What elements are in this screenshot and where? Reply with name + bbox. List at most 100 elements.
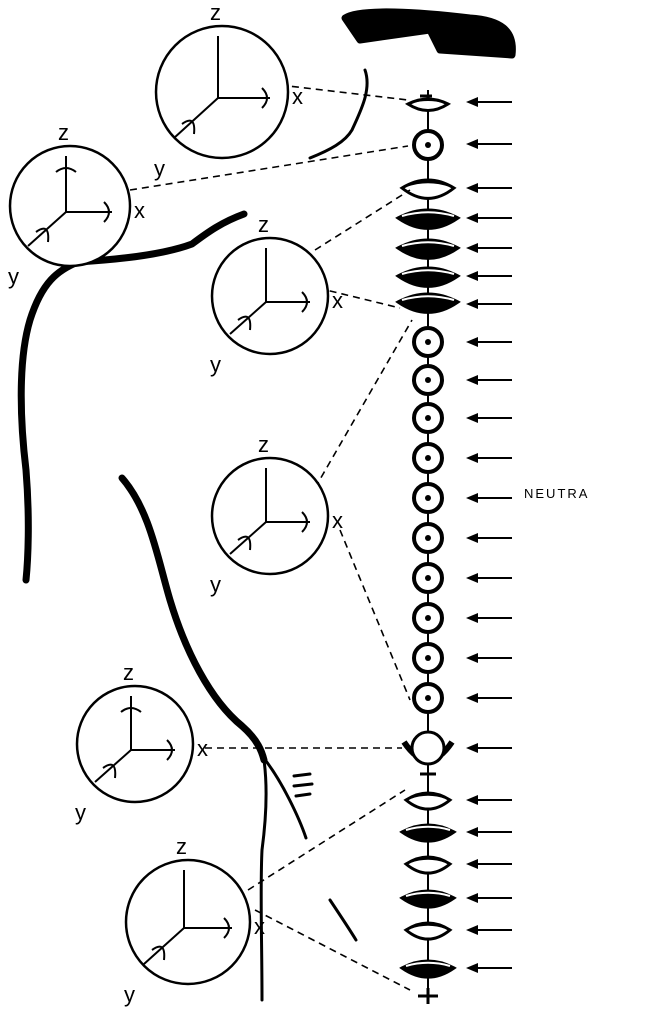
axis-circle-outline: [10, 146, 130, 266]
z-axis-label: z: [210, 0, 221, 25]
buttock-outline: [330, 900, 356, 940]
leader-line: [130, 146, 408, 190]
force-arrow-icon: [466, 963, 512, 973]
vertebra-thoracic-center: [425, 495, 431, 501]
force-arrow-head: [466, 375, 478, 385]
force-arrow-head: [466, 139, 478, 149]
y-axis-label: y: [124, 982, 135, 1007]
vertebra-lumbar: [406, 857, 450, 873]
vertebra-lumbar: [402, 825, 454, 841]
vertebra-thoracic-center: [425, 339, 431, 345]
force-arrow-icon: [466, 337, 512, 347]
force-arrow-icon: [466, 573, 512, 583]
axis-circle: zxy: [210, 212, 343, 377]
side-label: NEUTRA: [524, 486, 589, 501]
vertebra-thoracic: [414, 684, 442, 712]
y-axis-label: y: [8, 264, 19, 289]
vertebra-lumbar: [402, 961, 454, 977]
muscle-tick-2: [294, 784, 312, 786]
vertebra-cervical: [414, 131, 442, 159]
vertebra-thoracic: [414, 366, 442, 394]
force-arrow-head: [466, 243, 478, 253]
force-arrow-head: [466, 97, 478, 107]
force-arrow-icon: [466, 139, 512, 149]
force-arrow-head: [466, 183, 478, 193]
vertebra-thoracic-center: [425, 415, 431, 421]
force-arrow-icon: [466, 493, 512, 503]
vertebra-thoracic-center: [425, 455, 431, 461]
force-arrow-head: [466, 613, 478, 623]
force-arrow-head: [466, 213, 478, 223]
shoulder-outline: [21, 214, 244, 580]
vertebra-cervical: [398, 240, 458, 258]
axis-circle-outline: [126, 860, 250, 984]
x-axis-label: x: [134, 198, 145, 223]
vertebra-thoracic-center: [425, 535, 431, 541]
axis-circle: zxy: [124, 834, 265, 1007]
force-arrow-icon: [466, 213, 512, 223]
vertebra-thoracic-center: [425, 615, 431, 621]
force-arrow-icon: [466, 613, 512, 623]
force-arrow-icon: [466, 827, 512, 837]
vertebra-cervical-center: [425, 142, 431, 148]
vertebra-thoracic-center: [425, 377, 431, 383]
vertebra-cervical: [402, 180, 454, 198]
muscle-tick-1: [294, 774, 310, 776]
vertebra-cervical: [398, 210, 458, 228]
neck-outline: [310, 70, 367, 158]
force-arrow-icon: [466, 271, 512, 281]
axis-circle-outline: [212, 458, 328, 574]
force-arrow-head: [466, 299, 478, 309]
leader-line: [340, 530, 410, 700]
leader-line: [315, 190, 410, 250]
vertebra-thoracic: [414, 564, 442, 592]
axis-circle: zxy: [210, 432, 343, 597]
force-arrow-icon: [466, 893, 512, 903]
vertebra-thoracic: [414, 524, 442, 552]
force-arrow-head: [466, 893, 478, 903]
force-arrow-head: [466, 533, 478, 543]
force-arrow-head: [466, 925, 478, 935]
vertebra-ring: [412, 732, 444, 764]
force-arrow-icon: [466, 413, 512, 423]
y-axis-label: y: [210, 572, 221, 597]
force-arrow-icon: [466, 183, 512, 193]
axis-circle: z x y: [8, 120, 145, 289]
vertebra-thoracic-center: [425, 575, 431, 581]
vertebra-lumbar: [402, 891, 454, 907]
y-axis-label: y: [210, 352, 221, 377]
z-axis-label: z: [123, 660, 134, 685]
force-arrow-head: [466, 827, 478, 837]
force-arrow-icon: [466, 299, 512, 309]
leader-line: [318, 288, 400, 308]
x-axis-label: x: [197, 736, 208, 761]
vertebra-lumbar: [406, 923, 450, 939]
force-arrow-head: [466, 271, 478, 281]
force-arrow-head: [466, 795, 478, 805]
axis-circle: zxy: [75, 660, 208, 825]
axis-circle-outline: [156, 26, 288, 158]
force-arrow-icon: [466, 859, 512, 869]
force-arrow-icon: [466, 533, 512, 543]
force-arrow-head: [466, 653, 478, 663]
force-arrow-head: [466, 573, 478, 583]
leader-line: [255, 910, 410, 990]
vertebra-thoracic: [414, 404, 442, 432]
vertebra-thoracic: [414, 484, 442, 512]
x-axis-label: x: [254, 914, 265, 939]
z-axis-label: z: [258, 432, 269, 457]
force-arrow-icon: [466, 453, 512, 463]
force-arrow-head: [466, 743, 478, 753]
y-axis-label: y: [154, 156, 165, 181]
axis-circle-outline: [77, 686, 193, 802]
force-arrow-head: [466, 413, 478, 423]
force-arrow-icon: [466, 743, 512, 753]
force-arrow-icon: [466, 243, 512, 253]
force-arrow-head: [466, 693, 478, 703]
x-axis-label: x: [292, 84, 303, 109]
force-arrow-icon: [466, 925, 512, 935]
force-arrow-head: [466, 493, 478, 503]
z-axis-label: z: [58, 120, 69, 145]
